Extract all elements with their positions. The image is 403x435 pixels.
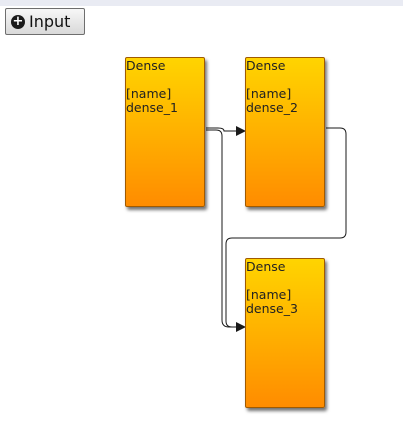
edge-dense1-to-dense2[interactable] (206, 126, 246, 136)
node-type: Dense (126, 58, 166, 73)
node-name-label: [name] (246, 86, 292, 101)
input-button-label: Input (29, 12, 71, 31)
node-name-label: [name] (246, 287, 292, 302)
edge-dense2-to-dense3[interactable] (225, 127, 347, 332)
node-name: dense_2 (246, 100, 298, 115)
node-type: Dense (246, 58, 286, 73)
top-bar (0, 0, 403, 6)
edge-dense1-to-dense3[interactable] (206, 129, 245, 328)
node-name-label: [name] (126, 86, 172, 101)
plus-circle-icon: + (11, 14, 25, 29)
add-input-button[interactable]: + Input (5, 8, 85, 35)
node-dense-2[interactable]: Dense [name] dense_2 (245, 57, 325, 207)
node-type: Dense (246, 259, 286, 274)
node-name: dense_1 (126, 100, 178, 115)
node-name: dense_3 (246, 301, 298, 316)
node-dense-1[interactable]: Dense [name] dense_1 (125, 57, 205, 207)
node-dense-3[interactable]: Dense [name] dense_3 (245, 258, 325, 408)
